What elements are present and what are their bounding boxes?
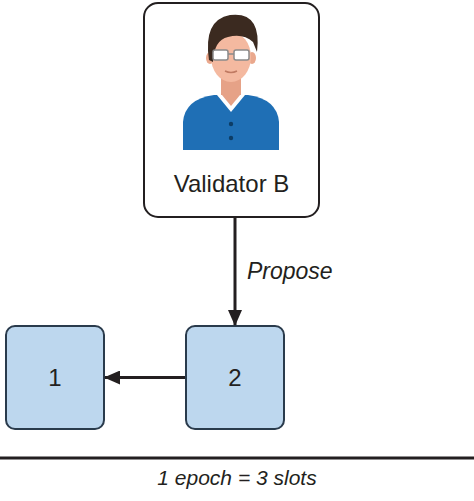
head <box>211 32 251 82</box>
glasses <box>234 50 249 60</box>
neck-v <box>222 95 240 106</box>
ear <box>248 52 256 64</box>
node-label: 1 <box>48 364 61 392</box>
validator-box: Validator B <box>143 2 320 218</box>
shirt <box>183 95 279 150</box>
person-illustration <box>183 15 279 150</box>
collar <box>217 95 245 112</box>
node-label: Validator B <box>174 170 290 198</box>
glasses-bridge <box>228 53 234 55</box>
ear <box>206 52 214 64</box>
mouth <box>225 71 237 73</box>
slot-block: 1 <box>5 325 105 430</box>
button <box>229 136 233 140</box>
timeline-rule <box>0 457 474 460</box>
glasses <box>213 50 228 60</box>
node-label: 2 <box>228 364 241 392</box>
edge-label: Propose <box>247 258 333 285</box>
neck <box>221 76 241 98</box>
hair <box>208 15 258 62</box>
button <box>229 122 233 126</box>
arrow-connector <box>234 218 237 325</box>
slot-block: 2 <box>185 325 285 430</box>
caption-label: 1 epoch = 3 slots <box>157 466 316 490</box>
arrow-connector <box>105 376 185 379</box>
